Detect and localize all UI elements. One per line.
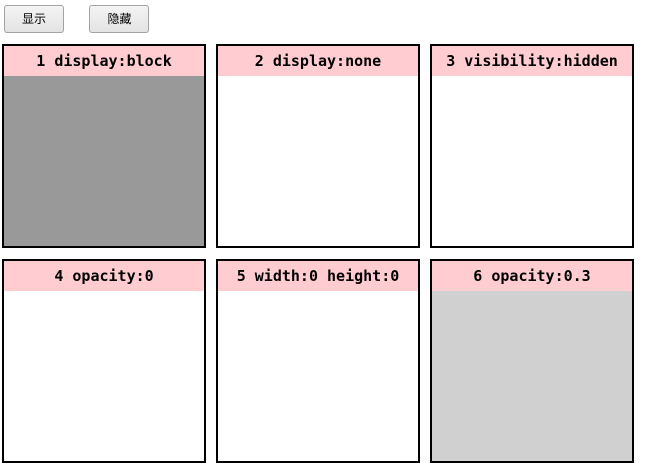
box-content	[218, 291, 418, 461]
demo-box-grid: 1 display:block 2 display:none 3 visibil…	[2, 44, 646, 463]
demo-box-1: 1 display:block	[2, 44, 206, 248]
box-title: 5 width:0 height:0	[218, 261, 418, 291]
box-title: 3 visibility:hidden	[432, 46, 632, 76]
hide-button[interactable]: 隐藏	[89, 5, 150, 33]
demo-box-4: 4 opacity:0	[2, 259, 206, 463]
demo-box-2: 2 display:none	[216, 44, 420, 248]
box-content	[4, 291, 204, 461]
box-content	[4, 76, 204, 246]
show-button[interactable]: 显示	[4, 5, 64, 33]
box-title: 1 display:block	[4, 46, 204, 76]
demo-box-5: 5 width:0 height:0	[216, 259, 420, 463]
box-content	[432, 76, 632, 246]
demo-box-6: 6 opacity:0.3	[430, 259, 634, 463]
demo-box-3: 3 visibility:hidden	[430, 44, 634, 248]
box-content	[432, 291, 632, 461]
box-title: 6 opacity:0.3	[432, 261, 632, 291]
toolbar: 显示 隐藏	[0, 0, 646, 33]
box-content	[218, 76, 418, 246]
box-title: 2 display:none	[218, 46, 418, 76]
box-title: 4 opacity:0	[4, 261, 204, 291]
